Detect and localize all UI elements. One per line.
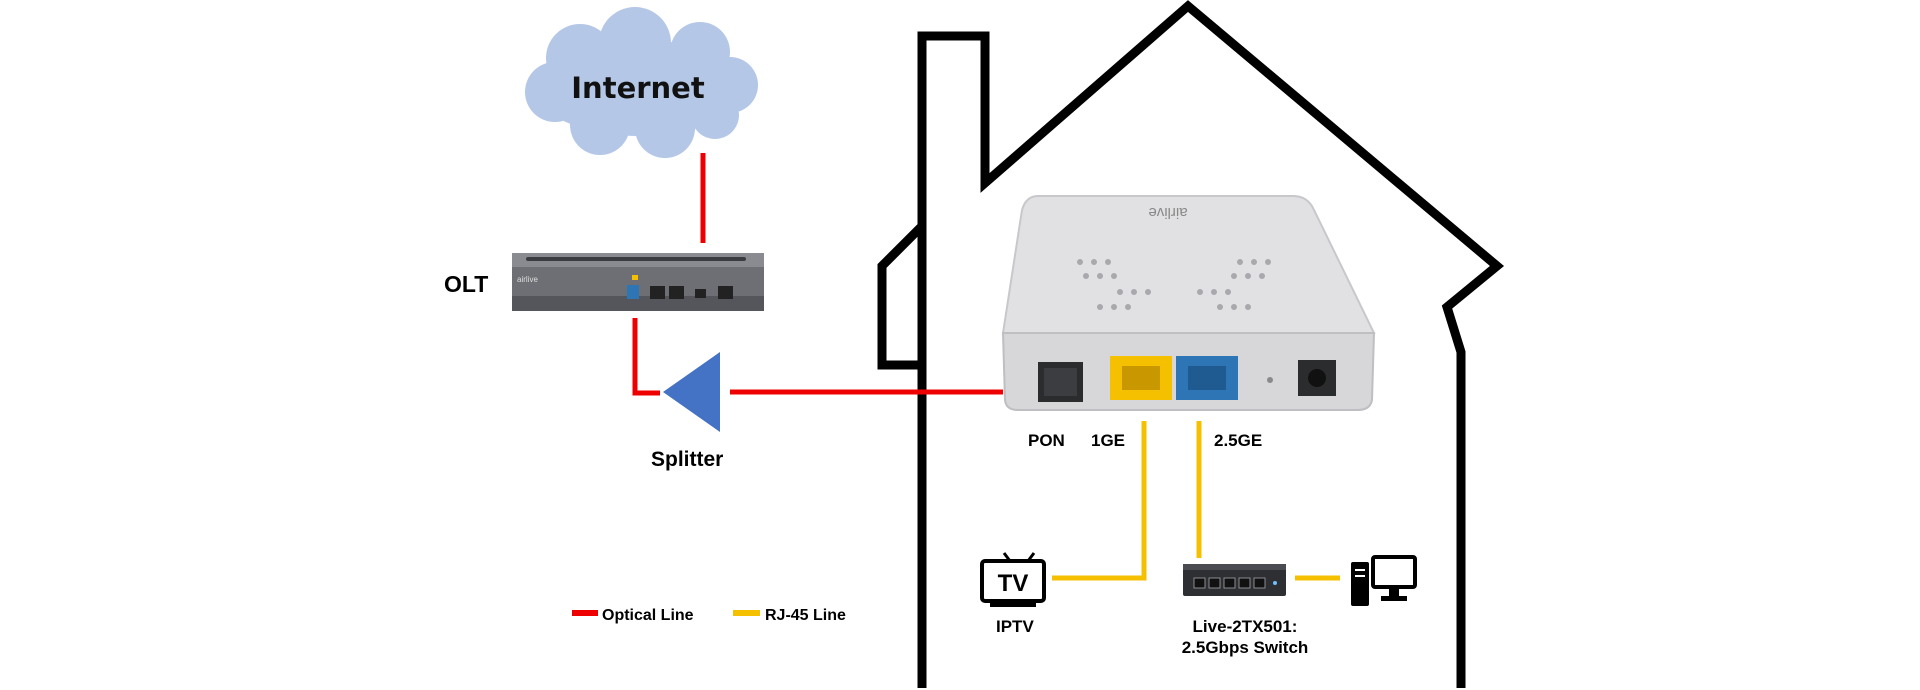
25ge-port-label: 2.5GE	[1214, 431, 1262, 450]
olt-device: airlive	[512, 253, 764, 311]
legend-rj45-label: RJ-45 Line	[765, 607, 846, 624]
legend-optical-label: Optical Line	[602, 607, 694, 624]
splitter-label: Splitter	[651, 448, 723, 471]
ont-brand: airlive	[1148, 204, 1187, 221]
house-outline	[917, 0, 1505, 688]
iptv-label: IPTV	[996, 617, 1034, 636]
splitter-triangle	[663, 352, 720, 432]
optical-lines	[632, 153, 1003, 396]
olt-pon-port	[627, 285, 639, 299]
ont-device: airlive	[1001, 195, 1376, 411]
switch-device	[1183, 564, 1286, 596]
tv-icon: TV	[980, 552, 1046, 607]
olt-label: OLT	[444, 271, 488, 297]
legend: Optical Line RJ-45 Line	[572, 607, 846, 624]
rj45-lines	[1052, 421, 1340, 581]
house-left-wall	[877, 222, 927, 688]
internet-cloud: Internet	[525, 7, 758, 158]
switch-label-line2: 2.5Gbps Switch	[1182, 638, 1309, 657]
pon-port-label: PON	[1028, 431, 1065, 450]
rj45-line-1ge-tv	[1052, 421, 1147, 581]
internet-label: Internet	[571, 71, 705, 105]
tv-icon-text: TV	[998, 570, 1029, 597]
1ge-port-label: 1GE	[1091, 431, 1125, 450]
pc-icon	[1351, 555, 1417, 606]
olt-brand: airlive	[517, 275, 538, 284]
optical-line-olt-splitter	[632, 318, 660, 396]
switch-label-line1: Live-2TX501:	[1193, 617, 1298, 636]
